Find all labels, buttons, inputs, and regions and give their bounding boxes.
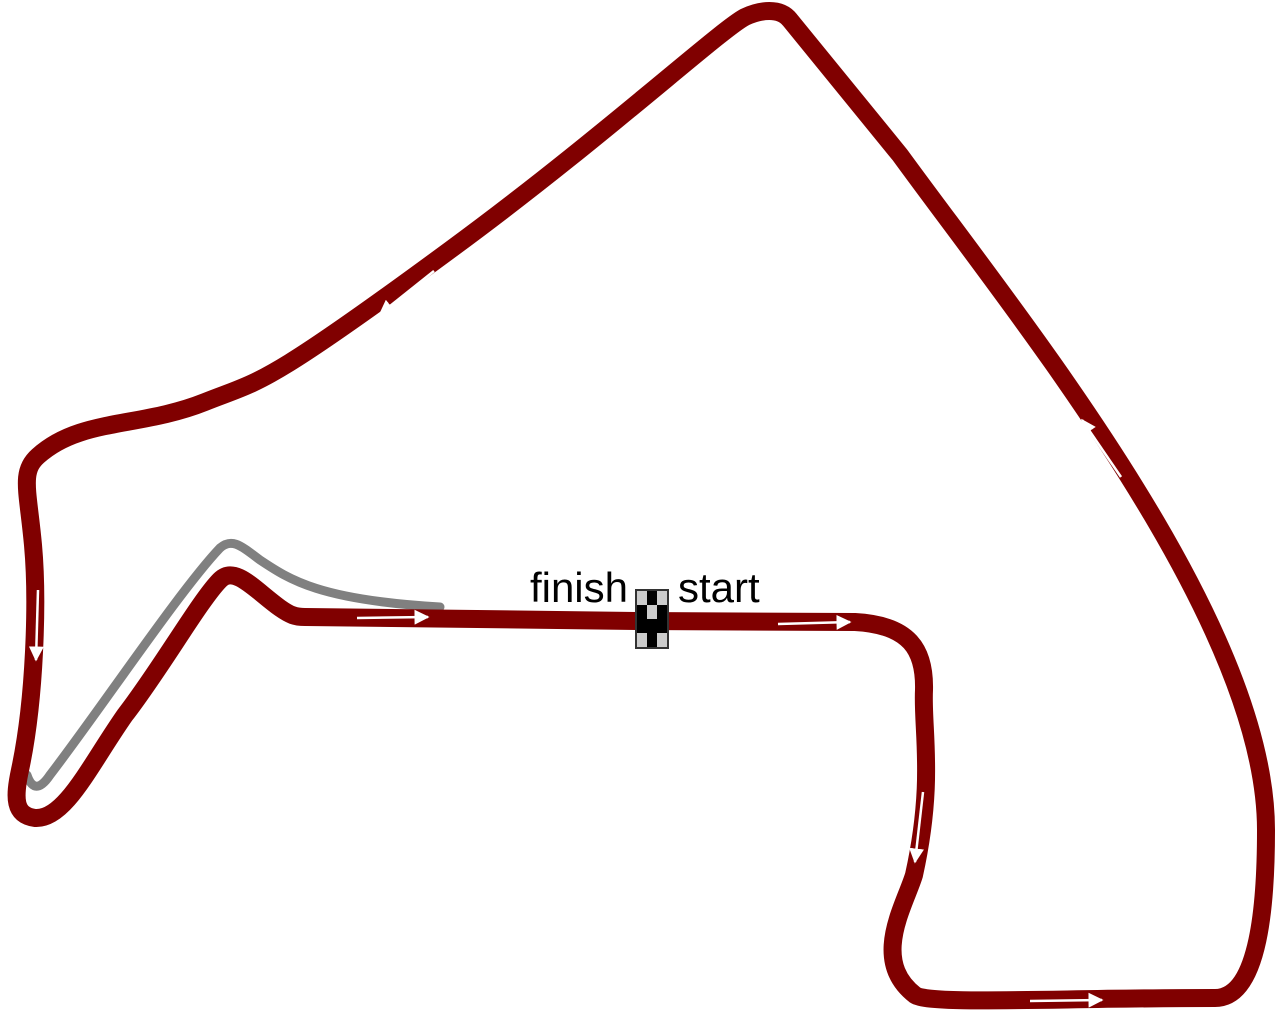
checkered-flag-icon <box>635 589 669 649</box>
direction-arrow-icon <box>777 614 852 630</box>
alternate-track-section <box>22 538 445 791</box>
finish-label: finish <box>530 564 628 611</box>
direction-arrow-icon <box>28 589 44 662</box>
direction-arrow-icon <box>356 609 430 625</box>
direction-arrow-icon <box>1029 992 1104 1008</box>
start-label: start <box>678 564 760 611</box>
direction-arrow-icon <box>1080 418 1123 478</box>
main-track <box>7 2 1275 1010</box>
direction-arrow-icon <box>378 270 435 315</box>
direction-arrow-icon <box>909 791 925 864</box>
